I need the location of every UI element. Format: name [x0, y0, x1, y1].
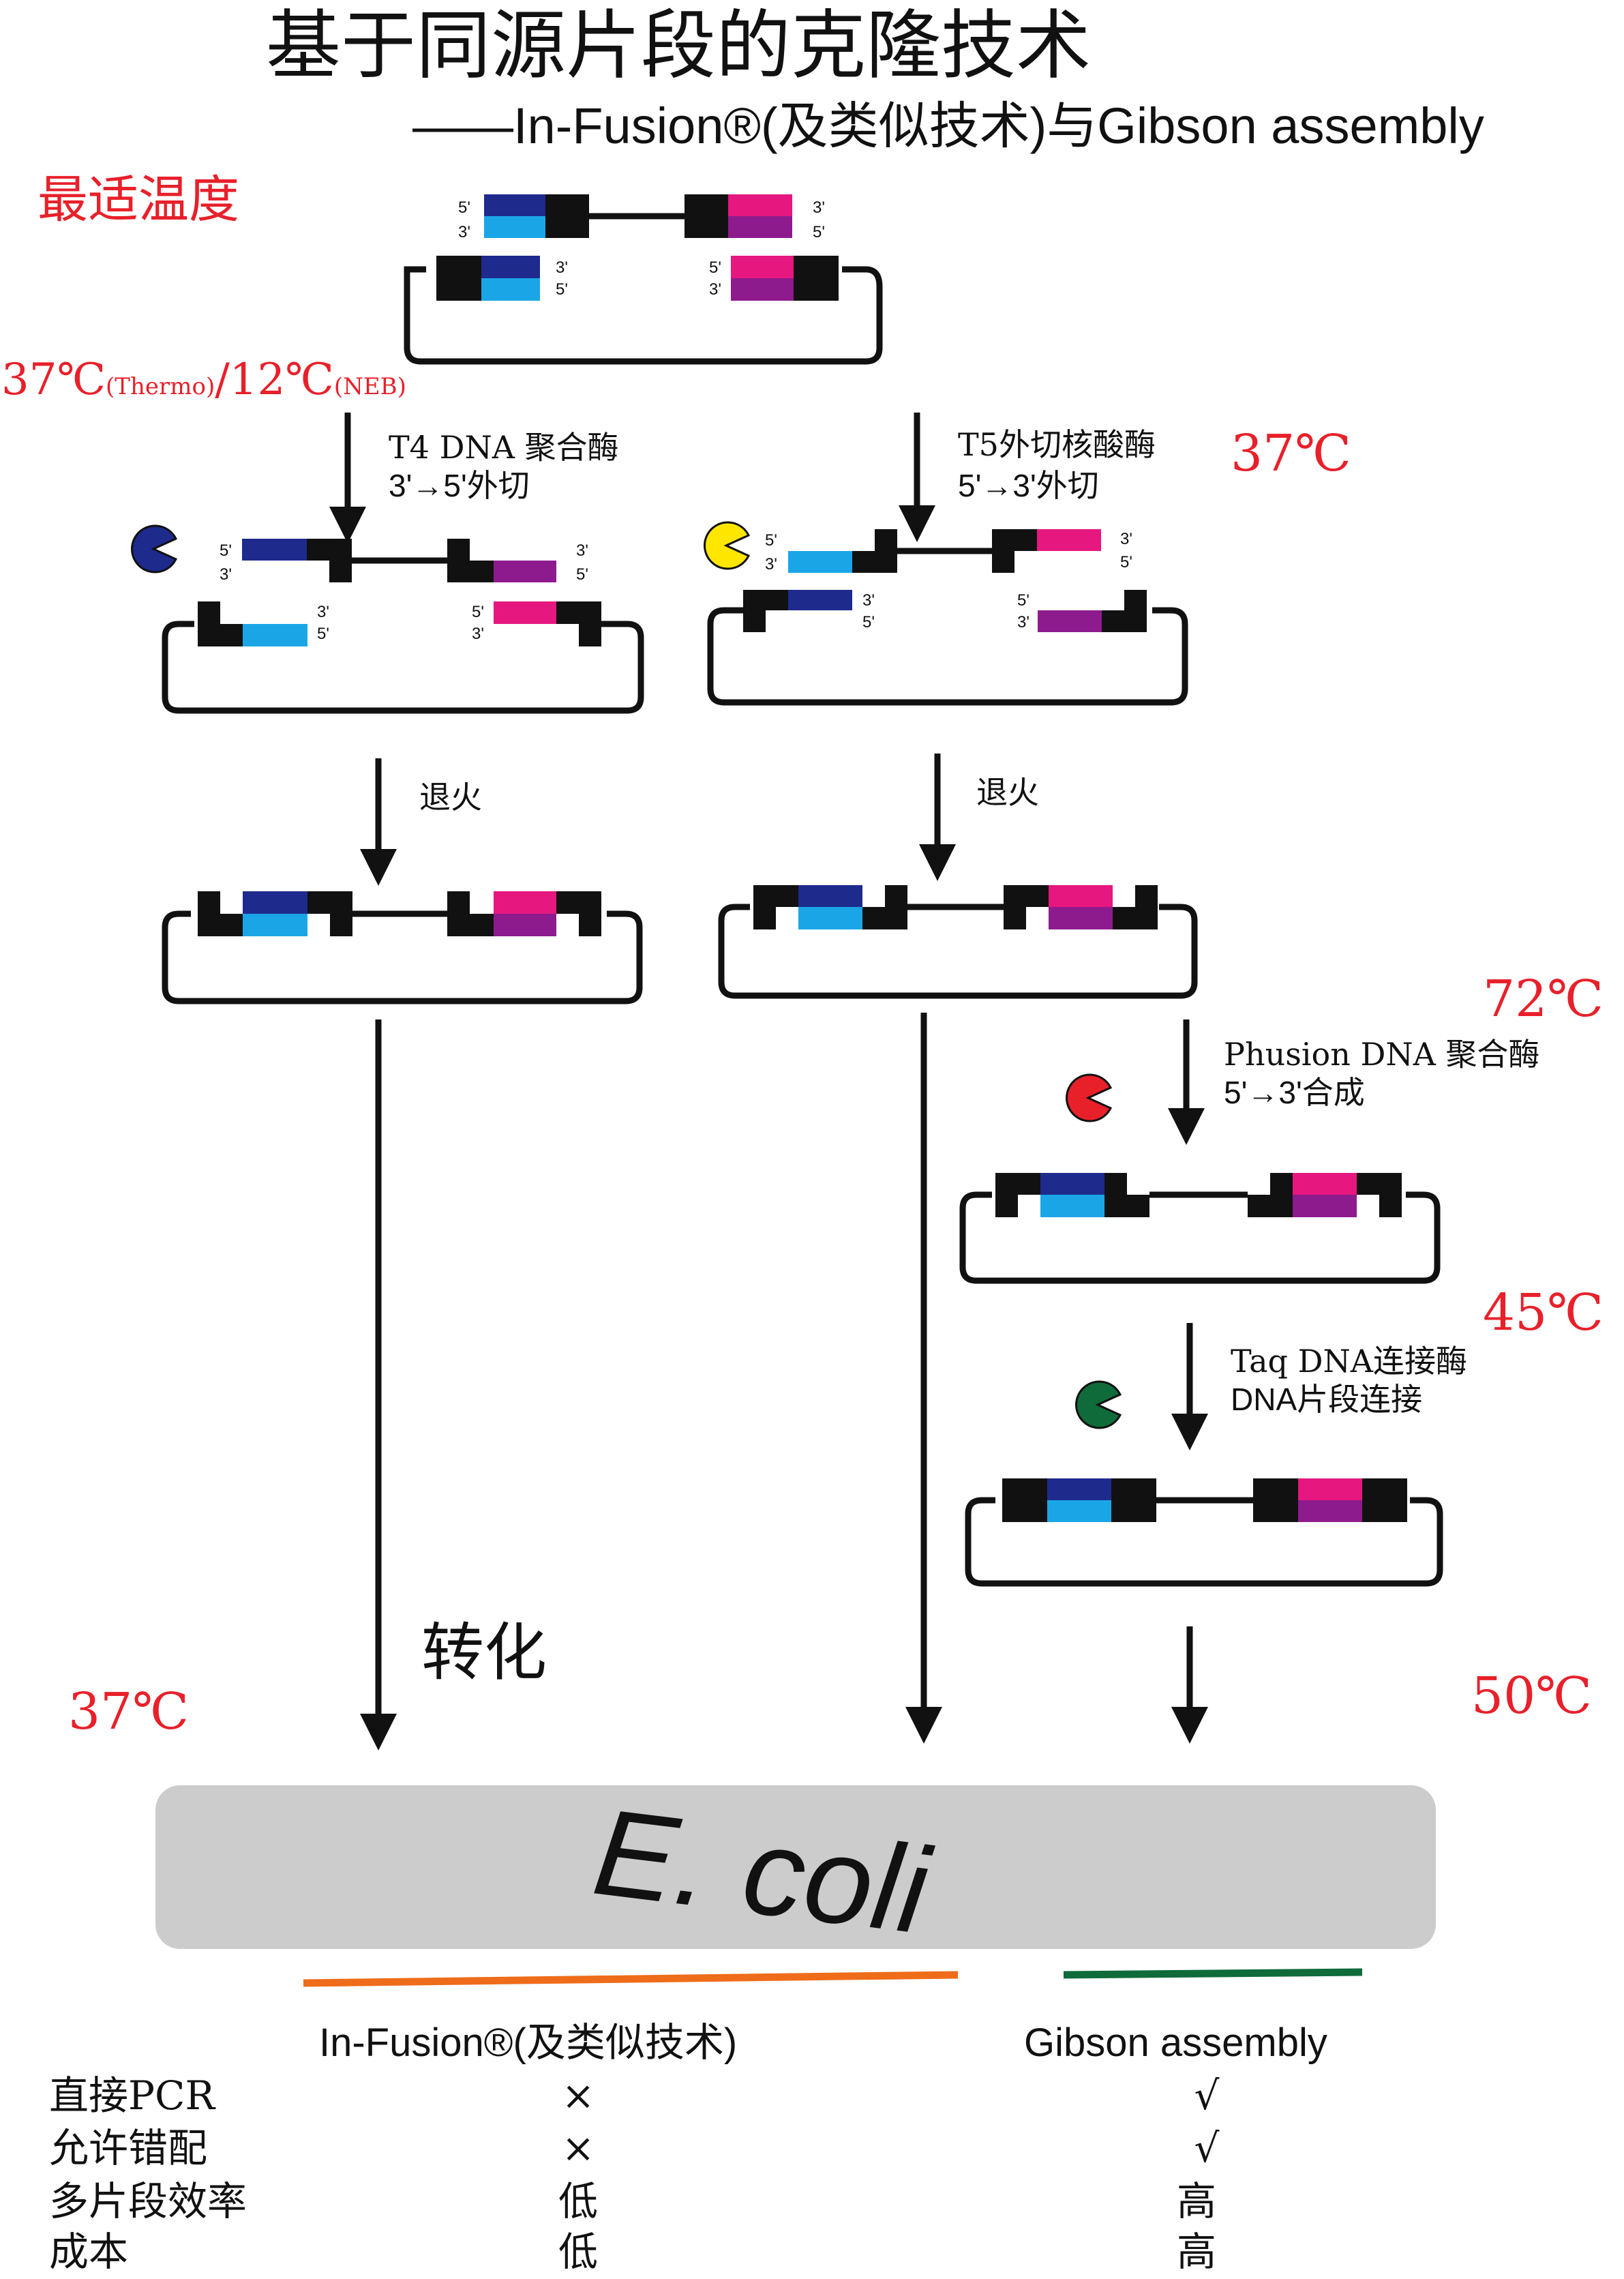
- strand-end-label: 3': [472, 625, 484, 643]
- row-label: 直接PCR: [49, 2072, 216, 2119]
- sub-title: ——In-Fusion®(及类似技术)与Gibson assembly: [412, 98, 1484, 154]
- phusion-activity-label: 5'→3'合成: [1224, 1075, 1365, 1110]
- extended-plasmid: [959, 1173, 1441, 1284]
- anneal-label: 退火: [976, 774, 1039, 811]
- row-label: 成本: [49, 2229, 128, 2275]
- t4-plasmid: 3' 5' 5' 3': [162, 601, 644, 714]
- strand-end-label: 5': [709, 258, 721, 277]
- temperature-label-72: 72℃: [1483, 970, 1604, 1028]
- column-header-infusion: In-Fusion®(及类似技术): [319, 2021, 737, 2065]
- transform-label: 转化: [421, 1616, 547, 1689]
- infusion-underline: [303, 1971, 959, 1987]
- svg-text:37℃(Thermo)/12℃(NEB): 37℃(Thermo)/12℃(NEB): [1, 355, 406, 405]
- phusion-enzyme-label: Phusion DNA 聚合酶: [1224, 1036, 1539, 1073]
- strand-end-label: 3': [1017, 613, 1029, 631]
- t5-enzyme-label: T5外切核酸酶: [958, 426, 1156, 463]
- row-label: 允许错配: [49, 2125, 207, 2171]
- strand-end-label: 5': [220, 541, 232, 560]
- row-value-infusion: 低: [558, 2178, 598, 2224]
- temperature-label-45: 45℃: [1483, 1283, 1604, 1342]
- ligated-plasmid: [965, 1478, 1443, 1587]
- row-value-infusion: ×: [562, 2125, 595, 2171]
- main-title: 基于同源片段的克隆技术: [266, 2, 1091, 89]
- phusion-enzyme-icon: [1065, 1073, 1113, 1122]
- column-header-gibson: Gibson assembly: [1024, 2021, 1327, 2065]
- strand-end-label: 3': [813, 198, 825, 217]
- temperature-label-t4: 37℃(Thermo)/12℃(NEB): [1, 355, 406, 405]
- strand-end-label: 3': [317, 603, 329, 621]
- strand-end-label: 3': [1120, 530, 1132, 548]
- strand-end-label: 5': [862, 613, 875, 631]
- strand-end-label: 5': [813, 223, 825, 241]
- temperature-label-t5: 37℃: [1231, 424, 1351, 483]
- gibson-underline: [1063, 1968, 1363, 1979]
- ecoli-box: [155, 1785, 1436, 1949]
- strand-end-label: 5': [472, 603, 484, 621]
- t5-plasmid: 3' 5' 5' 3': [707, 590, 1188, 706]
- t4-activity-label: 3'→5'外切: [389, 468, 530, 503]
- strand-end-label: 5': [556, 280, 568, 299]
- t5-enzyme-icon: [703, 521, 751, 570]
- annealed-plasmid-left: [162, 891, 643, 1004]
- strand-end-label: 3': [862, 591, 875, 610]
- top-fragment: 5' 3' 3' 5': [458, 194, 825, 241]
- strand-end-label: 3': [709, 280, 721, 299]
- row-label: 多片段效率: [49, 2178, 247, 2224]
- row-value-gibson: √: [1194, 2072, 1220, 2119]
- strand-end-label: 5': [1017, 591, 1029, 610]
- row-value-gibson: 高: [1177, 2229, 1216, 2275]
- optimal-temperature-label: 最适温度: [37, 170, 239, 229]
- row-value-infusion: 低: [558, 2229, 598, 2275]
- row-value-gibson: √: [1194, 2125, 1220, 2171]
- annealed-plasmid-middle: [718, 885, 1198, 999]
- t4-enzyme-label: T4 DNA 聚合酶: [389, 429, 619, 466]
- t5-fragment: 5' 3' 3' 5': [765, 529, 1132, 574]
- strand-end-label: 3': [576, 541, 588, 560]
- strand-end-label: 5': [317, 625, 329, 643]
- taq-enzyme-label: Taq DNA连接酶: [1231, 1343, 1467, 1380]
- strand-end-label: 3': [458, 223, 470, 241]
- t4-enzyme-icon: [130, 524, 178, 574]
- temperature-label-37-transform: 37℃: [68, 1682, 189, 1741]
- strand-end-label: 5': [1120, 553, 1132, 571]
- strand-end-label: 5': [458, 198, 470, 217]
- taq-activity-label: DNA片段连接: [1231, 1382, 1422, 1417]
- comparison-table: In-Fusion®(及类似技术) Gibson assembly 直接PCR …: [49, 2021, 1327, 2275]
- strand-end-label: 3': [765, 555, 777, 574]
- t5-activity-label: 5'→3'外切: [958, 468, 1099, 503]
- t4-fragment: 5' 3' 3' 5': [220, 539, 588, 584]
- temperature-label-50: 50℃: [1471, 1667, 1592, 1725]
- strand-end-label: 5': [765, 531, 777, 550]
- top-plasmid: 3' 5' 5' 3': [404, 256, 883, 365]
- strand-end-label: 5': [576, 565, 588, 584]
- taq-enzyme-icon: [1074, 1380, 1122, 1429]
- anneal-label: 退火: [419, 779, 482, 816]
- row-value-gibson: 高: [1177, 2178, 1216, 2224]
- strand-end-label: 3': [556, 258, 568, 277]
- row-value-infusion: ×: [562, 2072, 595, 2119]
- strand-end-label: 3': [220, 565, 232, 584]
